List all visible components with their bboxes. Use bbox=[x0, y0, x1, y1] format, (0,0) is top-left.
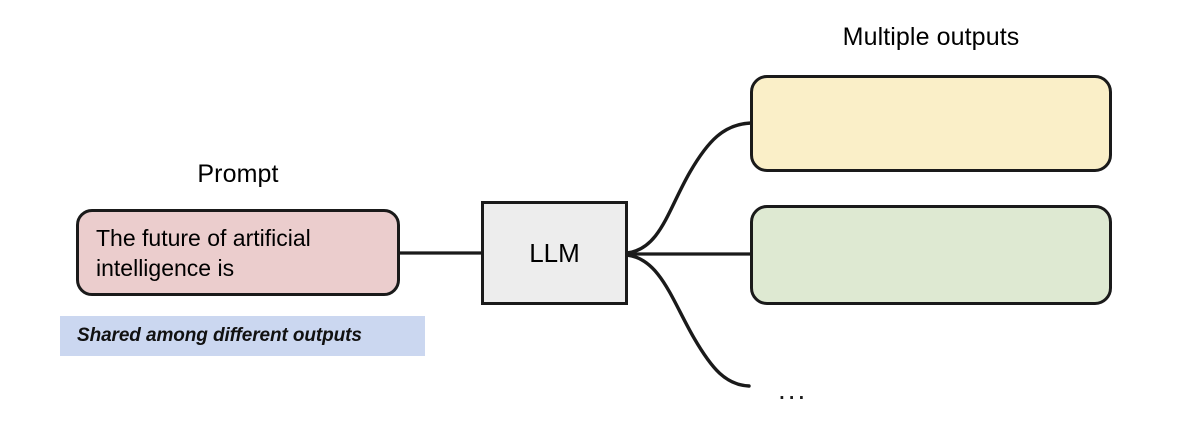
output-box-2 bbox=[750, 205, 1112, 305]
connector-llm-to-output-1 bbox=[625, 121, 753, 255]
connector-llm-to-ellipsis bbox=[625, 253, 751, 388]
llm-box-text: LLM bbox=[529, 237, 580, 268]
ellipsis-more-outputs: ... bbox=[778, 374, 808, 405]
prompt-box: The future of artificial intelligence is bbox=[76, 209, 400, 296]
llm-box: LLM bbox=[481, 201, 628, 305]
prompt-box-text: The future of artificial intelligence is bbox=[96, 224, 311, 281]
shared-note-text: Shared among different outputs bbox=[77, 325, 362, 346]
output-box-1 bbox=[750, 75, 1112, 172]
multiple-outputs-label: Multiple outputs bbox=[842, 23, 1020, 51]
prompt-label: Prompt bbox=[197, 160, 279, 188]
shared-note-banner: Shared among different outputs bbox=[60, 316, 425, 356]
